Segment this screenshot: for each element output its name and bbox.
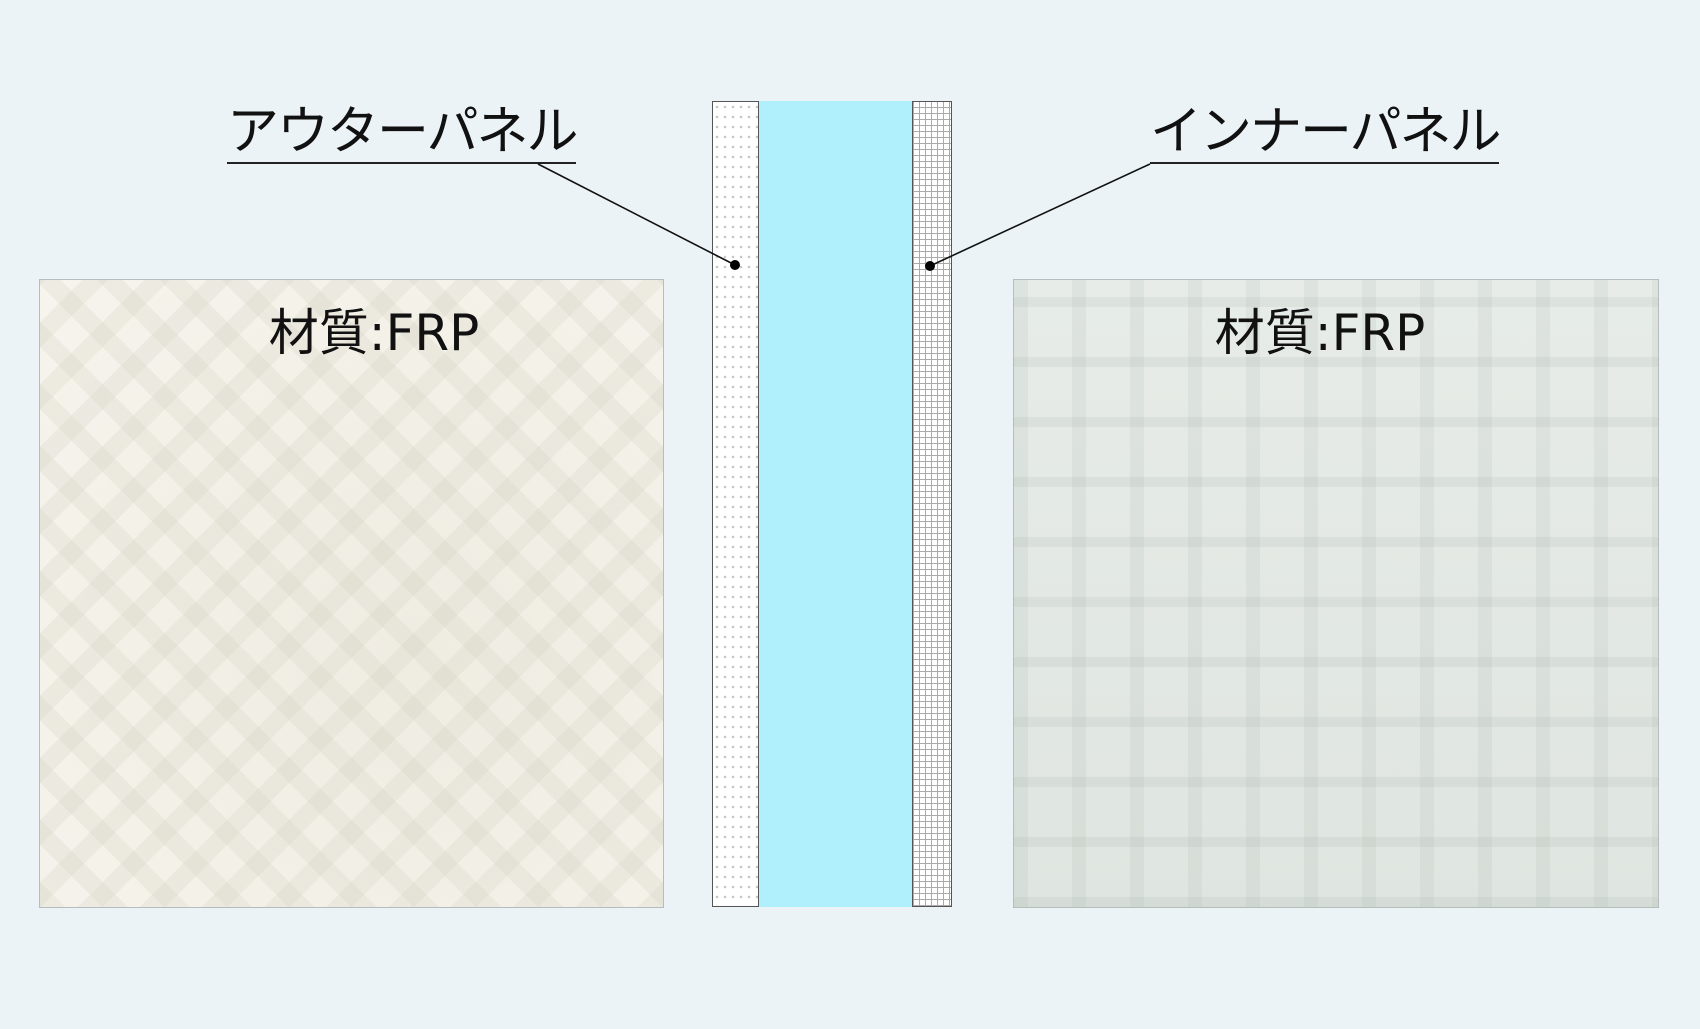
inner-material-label: 材質:FRP — [1214, 304, 1426, 362]
core-layer — [759, 101, 912, 907]
outer-leader-dot — [730, 260, 740, 270]
inner-panel-label: インナーパネル — [1150, 102, 1501, 164]
outer-panel-photo — [39, 279, 664, 908]
outer-panel-label: アウターパネル — [227, 102, 578, 164]
inner-panel-photo — [1013, 279, 1659, 908]
outer-material-label: 材質:FRP — [268, 304, 480, 362]
outer-panel-layer — [712, 101, 759, 907]
inner-panel-layer — [912, 101, 952, 907]
inner-leader-dot — [925, 261, 935, 271]
inner-leader-line — [929, 163, 1151, 267]
outer-leader-line — [537, 163, 736, 266]
